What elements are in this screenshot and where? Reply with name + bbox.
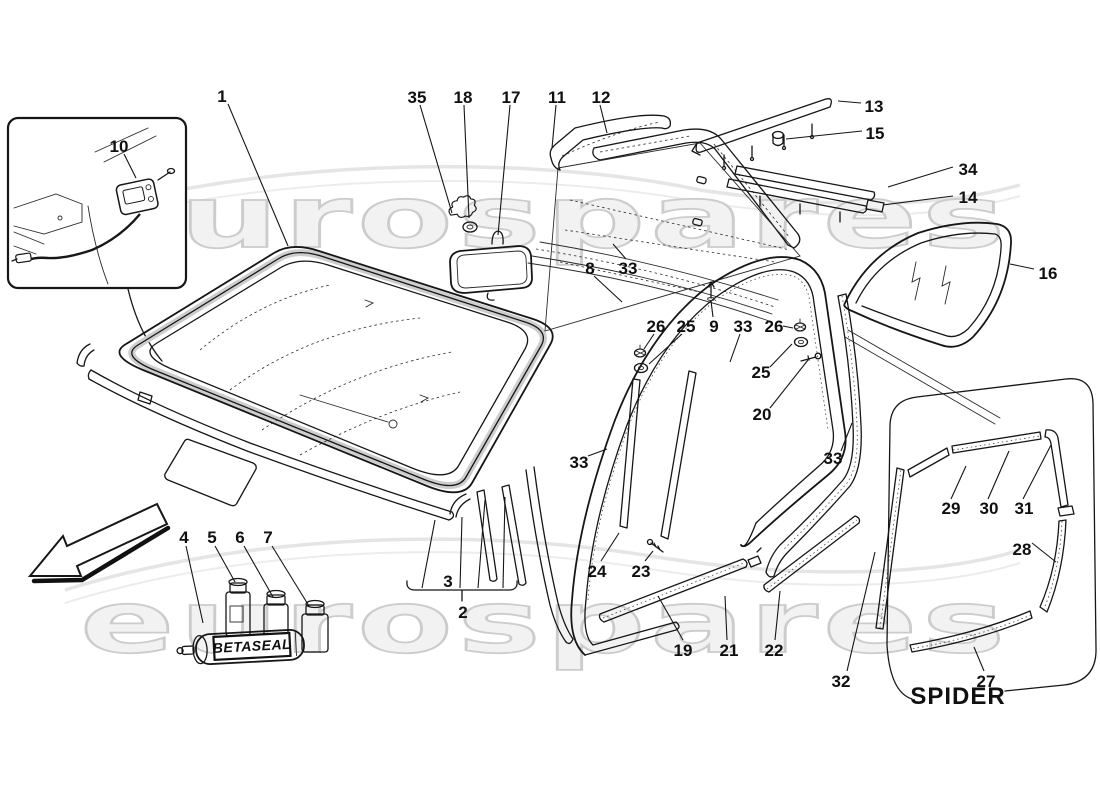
callout-part-15[interactable]: 15 — [866, 124, 885, 143]
rear-view-mirror — [448, 195, 533, 301]
callout-part-18[interactable]: 18 — [454, 88, 473, 107]
betaseal-tube: BETASEAL — [176, 629, 305, 665]
callout-part-35[interactable]: 35 — [408, 88, 427, 107]
watermark-text-top: eurospares — [80, 168, 1010, 268]
spider-label: SPIDER — [910, 683, 1005, 710]
mirror-mount-device — [115, 178, 159, 216]
callout-part-25a[interactable]: 25 — [677, 317, 696, 336]
windshield-glass — [118, 246, 554, 494]
callout-part-19[interactable]: 19 — [674, 641, 693, 660]
callout-part-17[interactable]: 17 — [502, 88, 521, 107]
callout-part-26a[interactable]: 26 — [647, 317, 666, 336]
betaseal-label: BETASEAL — [212, 636, 291, 656]
callout-part-11[interactable]: 11 — [548, 88, 566, 107]
leader-lines — [123, 100, 1057, 672]
callout-part-12[interactable]: 12 — [592, 88, 611, 107]
callout-part-31[interactable]: 31 — [1015, 499, 1034, 518]
callout-part-33c[interactable]: 33 — [570, 453, 589, 472]
callout-part-2[interactable]: 2 — [458, 603, 467, 622]
inset-box-mirror-sensor — [6, 116, 188, 362]
callout-part-25b[interactable]: 25 — [752, 363, 771, 382]
callout-part-14[interactable]: 14 — [959, 188, 978, 207]
callout-part-4[interactable]: 4 — [179, 528, 189, 547]
callout-part-34[interactable]: 34 — [959, 160, 978, 179]
door-window-seal-group — [570, 256, 1001, 656]
callout-part-33b[interactable]: 33 — [734, 317, 753, 336]
callout-part-9[interactable]: 9 — [709, 317, 718, 336]
callout-part-5[interactable]: 5 — [207, 528, 216, 547]
callout-part-20[interactable]: 20 — [753, 405, 772, 424]
rear-quarter-window — [843, 221, 1012, 348]
callout-part-22[interactable]: 22 — [765, 641, 784, 660]
spider-section: SPIDER — [875, 378, 1097, 710]
callout-part-24[interactable]: 24 — [588, 562, 607, 581]
callout-part-28[interactable]: 28 — [1013, 540, 1032, 559]
lower-weatherstrip-group — [76, 343, 574, 645]
callout-part-3[interactable]: 3 — [443, 572, 452, 591]
callout-part-29[interactable]: 29 — [942, 499, 961, 518]
callout-part-30[interactable]: 30 — [980, 499, 999, 518]
callout-labels: 1 35 18 17 11 12 13 15 34 14 16 10 8 33 … — [110, 87, 1058, 691]
callout-part-33d[interactable]: 33 — [824, 449, 843, 468]
callout-part-10[interactable]: 10 — [110, 137, 129, 156]
callout-part-8[interactable]: 8 — [585, 259, 594, 278]
roof-bars-group — [544, 98, 885, 332]
callout-part-21[interactable]: 21 — [720, 641, 739, 660]
direction-arrow — [27, 502, 171, 584]
callout-part-13[interactable]: 13 — [865, 97, 884, 116]
bracket-2-3 — [406, 496, 518, 602]
callout-part-23[interactable]: 23 — [632, 562, 651, 581]
callout-part-1[interactable]: 1 — [217, 87, 226, 106]
callout-part-16[interactable]: 16 — [1039, 264, 1058, 283]
callout-part-7[interactable]: 7 — [263, 528, 272, 547]
callout-part-6[interactable]: 6 — [235, 528, 244, 547]
roof-side-rail — [527, 241, 779, 322]
callout-part-27[interactable]: 27 — [977, 672, 996, 691]
callout-part-32[interactable]: 32 — [832, 672, 851, 691]
sealant-kit: BETASEAL — [176, 577, 329, 665]
callout-part-33a[interactable]: 33 — [619, 259, 638, 278]
callout-part-26b[interactable]: 26 — [765, 317, 784, 336]
